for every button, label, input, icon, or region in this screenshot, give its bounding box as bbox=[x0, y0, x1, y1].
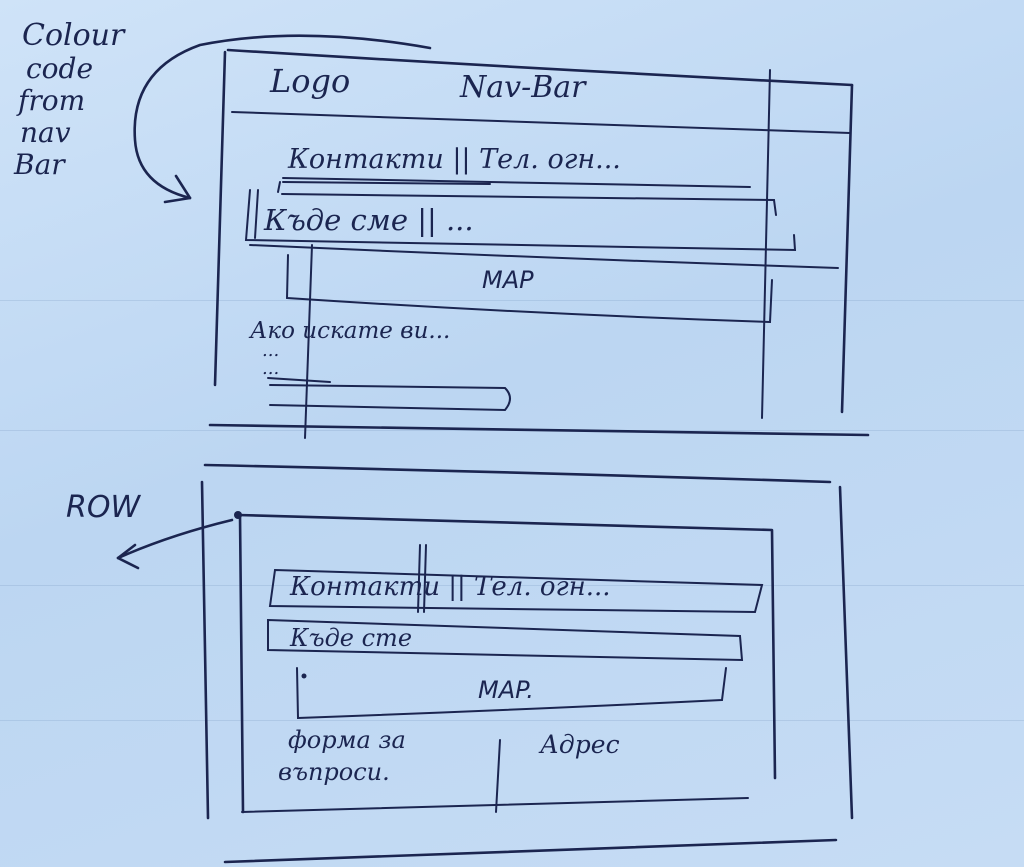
where-label: Къде сте bbox=[290, 624, 413, 652]
map-label: MAP bbox=[482, 266, 534, 294]
where-label: Къде сме || ... bbox=[264, 203, 474, 237]
map-label: MAP. bbox=[478, 676, 534, 704]
contacts-label: Контакти || Тел. огн... bbox=[290, 572, 611, 602]
contacts-label: Контакти || Тел. огн... bbox=[288, 144, 621, 175]
form-label: въпроси. bbox=[278, 758, 390, 786]
scribble-line: ... bbox=[262, 340, 280, 361]
paper-rule bbox=[0, 720, 1024, 721]
row-note: ROW bbox=[66, 490, 141, 525]
if-you-want-label: Ако искате ви... bbox=[250, 318, 451, 344]
paper-rule bbox=[0, 585, 1024, 586]
paper-rule bbox=[0, 300, 1024, 301]
side-note-line: from bbox=[18, 84, 86, 117]
form-label: форма за bbox=[288, 726, 406, 754]
side-note-line: code bbox=[26, 52, 94, 85]
logo-label: Logo bbox=[270, 62, 351, 100]
address-label: Адрес bbox=[540, 730, 620, 759]
nav-bar-label: Nav-Bar bbox=[460, 70, 586, 105]
scribble-line: ... bbox=[262, 358, 280, 379]
side-note-line: nav bbox=[20, 116, 71, 149]
side-note-line: Colour bbox=[22, 18, 125, 53]
side-note-line: Bar bbox=[14, 148, 65, 181]
